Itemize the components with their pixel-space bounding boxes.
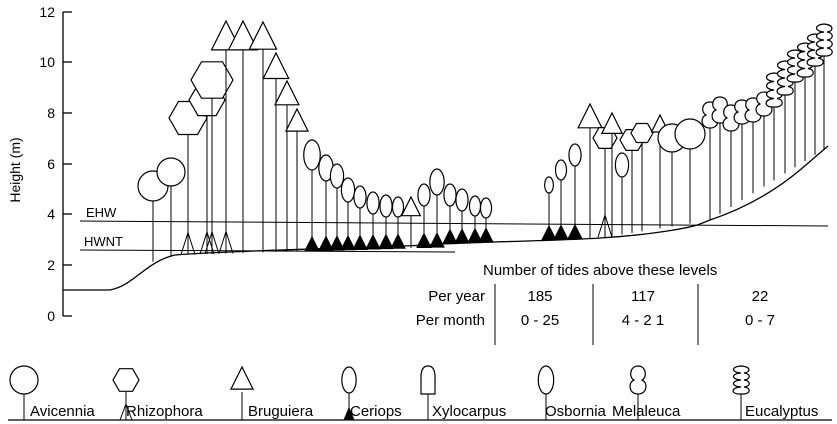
y-tick-label: 6: [47, 156, 55, 172]
legend-item-eucalyptus: Eucalyptus: [732, 365, 818, 420]
tree-ceriops: [340, 177, 356, 251]
tree-bruguiera: [400, 195, 422, 248]
tree-avicennia: [137, 170, 169, 262]
xylocarpus-symbol-icon: [420, 365, 436, 420]
tree-rhizophora: [188, 83, 226, 255]
tide-value: 0 - 7: [745, 312, 775, 329]
tree-ceriops: [553, 159, 569, 240]
tree-eucalyptus: [815, 23, 833, 150]
tree-bruguiera: [227, 19, 259, 253]
ceriops-symbol-icon: [341, 366, 357, 421]
y-tick-label: 8: [47, 105, 55, 121]
tree-melaleuca: [711, 96, 729, 214]
osbornia-symbol-icon: [537, 365, 555, 420]
legend-item-rhizophora: Rhizophora: [112, 368, 203, 421]
hwnt-label: HWNT: [84, 234, 123, 249]
avicennia-symbol-icon: [9, 365, 39, 420]
ehw-label: EHW: [86, 205, 117, 220]
tree-ceriops: [467, 195, 483, 244]
ground-profile: [63, 145, 829, 291]
tree-ceriops: [614, 152, 630, 235]
tree-bruguiera: [600, 111, 624, 237]
legend-label: Ceriops: [350, 403, 402, 420]
legend-label: Avicennia: [30, 403, 95, 420]
tree-ceriops: [454, 188, 470, 244]
legend-label: Osbornia: [545, 403, 607, 420]
tree-ceriops: [541, 176, 557, 241]
tree-avicennia: [674, 118, 706, 224]
tree-bruguiera: [577, 102, 603, 239]
tree-bruguiera: [248, 20, 278, 253]
tide-value: 22: [752, 288, 769, 305]
rhizophora-symbol-icon: [112, 368, 140, 421]
y-axis: 0 2 4 6 8 10 12 Height (m): [7, 4, 72, 324]
legend-item-osbornia: Osbornia: [537, 365, 607, 420]
tree-avicennia: [156, 157, 186, 257]
legend-item-avicennia: Avicennia: [9, 365, 95, 420]
legend-item-melaleuca: Melaleuca: [612, 365, 681, 420]
tree-rhizophora: [630, 122, 654, 232]
tree-bruguiera: [262, 51, 290, 252]
tree-ceriops: [390, 196, 406, 249]
tree-rhizophora: [190, 61, 234, 255]
tree-rhizophora: [619, 129, 645, 233]
tide-table-title: Number of tides above these levels: [483, 262, 717, 279]
tree-bruguiera: [284, 107, 310, 252]
tree-ceriops: [378, 194, 394, 250]
legend-label: Rhizophora: [126, 403, 203, 420]
y-tick-label: 4: [47, 206, 55, 222]
tree-rhizophora: [592, 126, 618, 238]
y-tick-label: 10: [39, 54, 55, 70]
tide-value: 185: [527, 288, 552, 305]
legend-item-ceriops: Ceriops: [341, 366, 402, 421]
tree-ceriops: [567, 143, 583, 240]
tree-bruguiera: [210, 19, 242, 254]
legend-label: Xylocarpus: [432, 403, 506, 420]
melaleuca-symbol-icon: [629, 365, 647, 420]
y-axis-label: Height (m): [7, 137, 23, 202]
tide-value: 4 - 2 1: [622, 312, 665, 329]
tide-value: 117: [631, 288, 655, 305]
tide-row-label-per-month: Per month: [416, 312, 485, 329]
bruguiera-symbol-icon: [229, 365, 255, 420]
tree-ceriops: [365, 191, 381, 250]
tree-ceriops: [442, 183, 458, 245]
tree-bruguiera: [274, 79, 300, 252]
y-tick-label: 2: [47, 257, 55, 273]
y-tick-label: 12: [39, 4, 55, 20]
legend-item-bruguiera: Bruguiera: [229, 365, 314, 420]
tide-levels: EHW HWNT: [79, 205, 829, 253]
tree-ceriops: [416, 183, 432, 249]
eucalyptus-symbol-icon: [732, 365, 750, 420]
legend-label: Bruguiera: [248, 403, 314, 420]
tide-value: 0 - 25: [521, 312, 559, 329]
tree-ceriops: [478, 197, 494, 243]
tree-ceriops: [352, 185, 368, 250]
legend-label: Melaleuca: [612, 403, 681, 420]
legend-item-xylocarpus: Xylocarpus: [420, 365, 506, 420]
tree-ceriops: [329, 163, 345, 251]
vegetation-profile: [137, 19, 833, 262]
ehw-line: [79, 220, 829, 227]
species-legend: Avicennia Rhizophora Bruguiera Ceriops Xyloc…: [8, 365, 832, 421]
tree-ceriops: [318, 154, 334, 251]
tide-table: Number of tides above these levels Per y…: [416, 262, 775, 345]
y-tick-label: 0: [47, 308, 55, 324]
tree-ceriops: [303, 139, 321, 252]
legend-label: Eucalyptus: [745, 403, 818, 420]
tide-row-label-per-year: Per year: [428, 288, 485, 305]
tree-melaleuca: [755, 91, 773, 187]
tree-ceriops: [429, 168, 445, 248]
